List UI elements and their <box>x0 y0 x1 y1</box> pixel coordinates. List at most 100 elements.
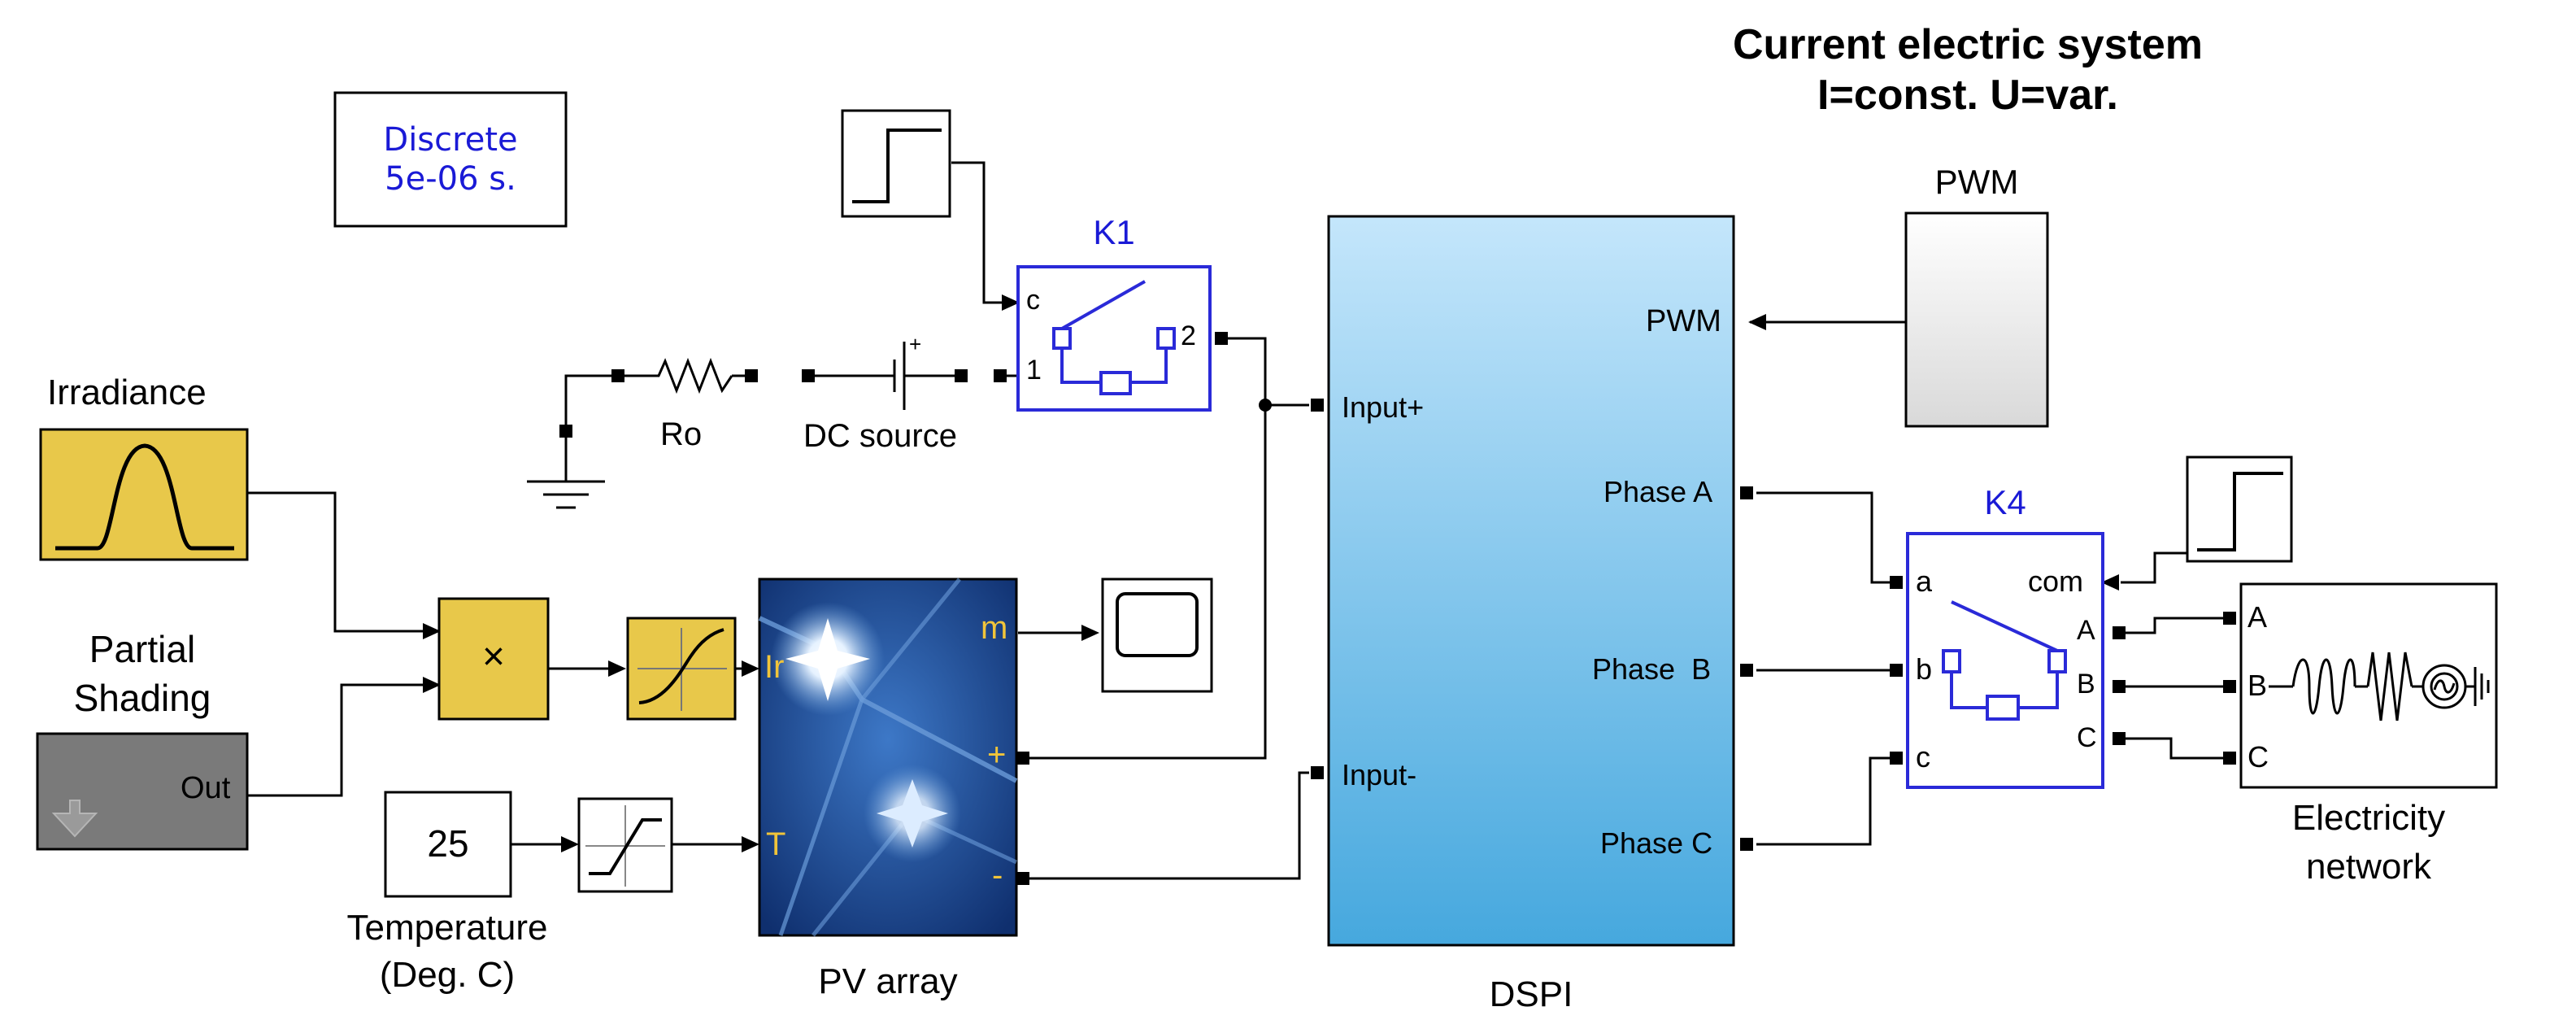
dspi-port-phase-b: Phase B <box>1592 652 1712 686</box>
powergui-block[interactable] <box>333 91 568 228</box>
k4-ports <box>1890 576 2126 765</box>
dspi-label: DSPI <box>1489 974 1573 1014</box>
temperature-constant-block[interactable] <box>384 791 512 898</box>
step-block-k4[interactable] <box>2186 455 2293 563</box>
pv-array-label: PV array <box>818 961 958 1001</box>
wire-k1-input-plus[interactable] <box>1228 337 1309 407</box>
pv-port-ir: Ir <box>764 649 785 685</box>
wire-phase-c[interactable] <box>1756 756 1898 846</box>
dspi-port-phase-c: Phase C <box>1600 826 1713 860</box>
junction-dot <box>1259 399 1272 412</box>
step-block-k1[interactable] <box>841 109 951 218</box>
k4-out-c: C <box>2077 722 2097 753</box>
product-symbol: × <box>481 635 506 678</box>
k4-out-a: A <box>2077 615 2095 646</box>
wire-ground[interactable] <box>564 374 623 434</box>
powergui-sample-time: 5e-06 s. <box>385 160 516 198</box>
network-port-a: A <box>2247 600 2268 634</box>
wire-phase-a[interactable] <box>1756 491 1898 584</box>
temperature-value: 25 <box>427 822 469 865</box>
dc-source-label: DC source <box>803 418 957 454</box>
dspi-block[interactable] <box>1327 215 1735 947</box>
saturation-icon <box>589 818 662 875</box>
scope-screen-icon <box>1116 592 1199 657</box>
temperature-label-line-2: (Deg. C) <box>379 955 516 995</box>
pv-port-minus: - <box>992 857 1003 893</box>
k4-label: K4 <box>1984 483 2026 521</box>
ground-symbol <box>527 434 605 509</box>
title-line-2: I=const. U=var. <box>1817 72 2118 119</box>
signal-wires <box>246 161 2223 880</box>
wire-irradiance-product[interactable] <box>246 491 423 633</box>
step-icon <box>2197 472 2283 551</box>
switch-icon <box>1942 600 2067 721</box>
title-line-1: Current electric system <box>1732 21 2204 68</box>
k4-out-b: B <box>2077 669 2095 700</box>
dspi-port-input-minus: Input- <box>1342 758 1417 791</box>
pv-port-plus: + <box>987 737 1007 773</box>
ro-label: Ro <box>660 416 703 452</box>
pv-port-t: T <box>766 826 786 862</box>
diagram-title: Current electric system I=const. U=var. <box>1643 20 2293 120</box>
dspi-ports <box>1016 399 1753 885</box>
irradiance-label: Irradiance <box>47 373 207 412</box>
k1-port-1: 1 <box>1026 355 1042 386</box>
wire-pv-minus[interactable] <box>1029 771 1309 880</box>
arrowheads <box>423 294 2119 852</box>
switch-icon <box>1052 280 1176 395</box>
dspi-port-input-plus: Input+ <box>1342 390 1425 424</box>
gaussian-pulse-icon <box>55 443 234 551</box>
k4-port-b: b <box>1916 652 1933 686</box>
resistor-icon <box>642 357 733 394</box>
pwm-label: PWM <box>1934 163 2019 201</box>
partial-shading-line-1: Partial <box>89 628 196 670</box>
electricity-network-label: Electricity network <box>2241 794 2496 891</box>
wire-step-k1[interactable] <box>951 161 1008 304</box>
k1-port-2: 2 <box>1181 320 1196 351</box>
network-label-line-1: Electricity <box>2291 798 2446 838</box>
network-ports <box>2223 612 2236 765</box>
k4-port-c: c <box>1916 740 1930 774</box>
wire-pv-plus[interactable] <box>1029 405 1267 760</box>
powergui-mode: Discrete <box>383 121 518 159</box>
wire-step-k4[interactable] <box>2121 551 2187 584</box>
partial-shading-out-port: Out <box>181 771 231 805</box>
scope-block[interactable] <box>1101 578 1213 693</box>
dc-chain-ports <box>559 369 1007 438</box>
temperature-label: Temperature (Deg. C) <box>309 904 585 999</box>
dspi-port-pwm: PWM <box>1646 304 1721 338</box>
electricity-network-block[interactable] <box>2239 582 2498 789</box>
temperature-label-line-1: Temperature <box>346 908 548 948</box>
pv-array-block[interactable] <box>758 578 1018 937</box>
product-block[interactable] <box>437 597 550 721</box>
partial-shading-block[interactable] <box>36 732 249 851</box>
k4-switch-block[interactable] <box>1906 532 2104 789</box>
network-label-line-2: network <box>2305 847 2432 887</box>
powergui-label: Discrete 5e-06 s. <box>337 120 564 198</box>
dc-source-plus: + <box>909 332 922 356</box>
k4-port-com: com <box>2028 564 2084 598</box>
grid-source-icon <box>2269 652 2490 721</box>
k4-port-a: a <box>1916 564 1933 598</box>
wire-k4-a[interactable] <box>2126 617 2223 634</box>
k1-label: K1 <box>1093 213 1135 251</box>
temperature-saturation-block[interactable] <box>577 797 673 893</box>
saturation-curve-icon <box>638 628 724 704</box>
step-icon <box>852 129 942 203</box>
partial-shading-line-2: Shading <box>73 677 211 719</box>
wire-shading-product[interactable] <box>246 683 423 797</box>
pwm-scope-block[interactable] <box>1904 211 2049 428</box>
wire-k4-c[interactable] <box>2126 737 2223 760</box>
pv-port-m: m <box>981 610 1008 646</box>
dspi-port-phase-a: Phase A <box>1603 475 1713 508</box>
network-port-c: C <box>2247 740 2269 774</box>
k1-switch-block[interactable] <box>1016 265 1212 412</box>
network-port-b: B <box>2247 669 2268 702</box>
saturation-block[interactable] <box>626 617 737 721</box>
k1-port-c: c <box>1026 285 1040 316</box>
mask-down-arrow-icon <box>51 800 98 838</box>
dc-source-icon <box>870 342 919 410</box>
partial-shading-label: Partial Shading <box>37 625 247 722</box>
irradiance-block[interactable] <box>39 428 249 561</box>
